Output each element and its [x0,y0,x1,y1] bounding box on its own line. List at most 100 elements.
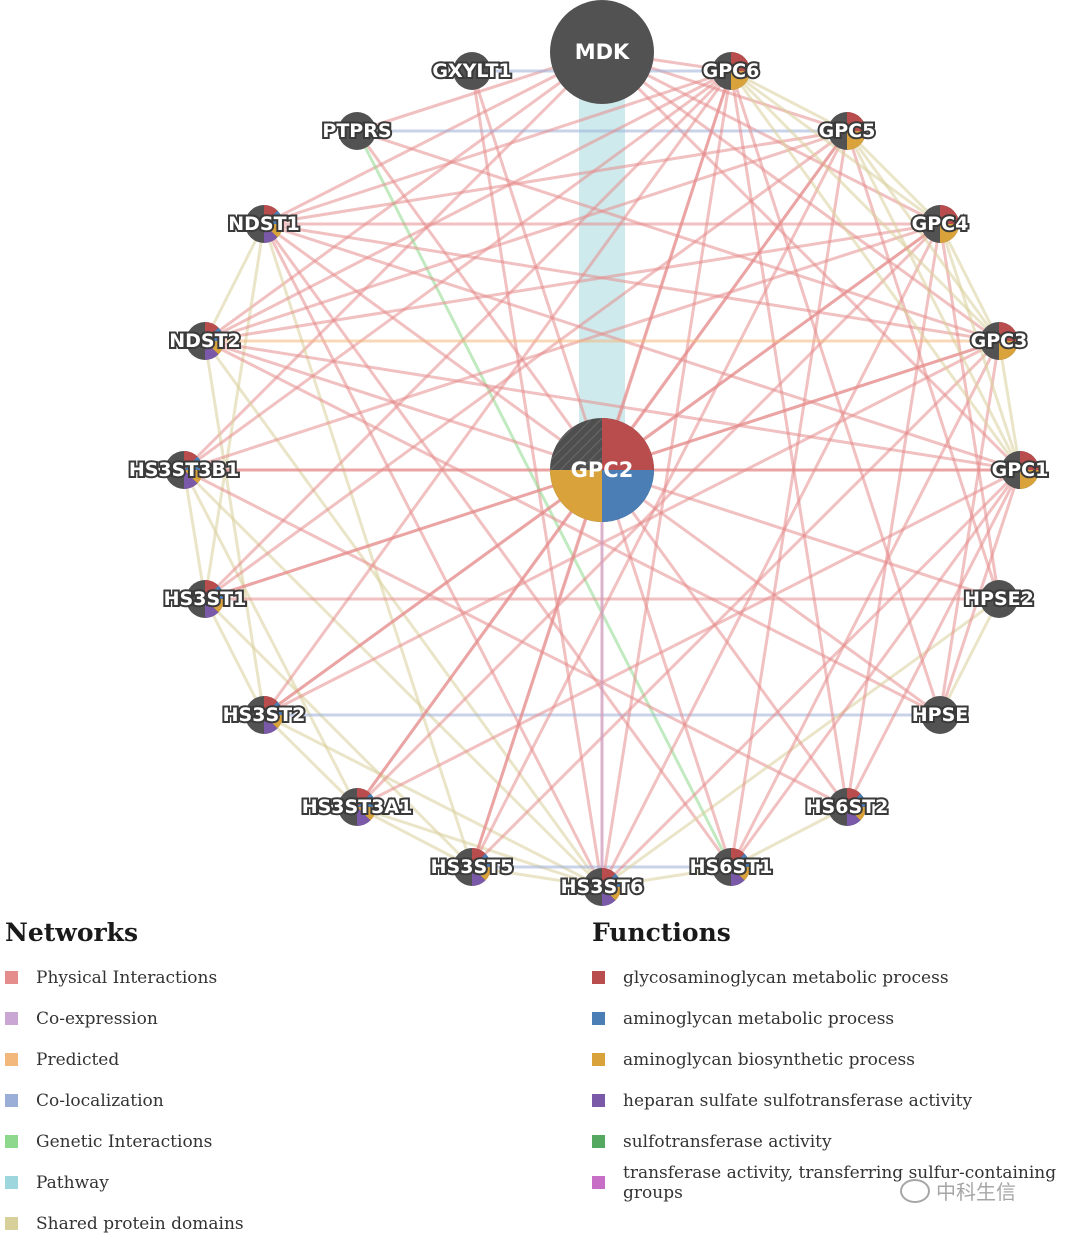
node-hs3st2[interactable]: HS3ST2 [221,696,307,734]
node-hs3st5[interactable]: HS3ST5 [429,848,515,886]
networks-legend-label: Co-expression [36,1008,158,1029]
functions-legend-item-heparan-sulfate-sulfotransferase-activity: heparan sulfate sulfotransferase activit… [592,1080,1080,1121]
edge-hs3st6-gpc6 [600,70,733,888]
edge-mdk-gpc1 [600,50,1022,472]
node-gpc4[interactable]: GPC4 [910,205,970,243]
edge-ndst2-hpse [204,339,941,717]
functions-legend-item-aminoglycan-metabolic-process: aminoglycan metabolic process [592,998,1080,1039]
node-label: HS3ST6 [561,876,644,898]
edge-hs3st5-gpc5 [470,130,849,868]
networks-legend-label: Co-localization [36,1090,164,1111]
edge-hs3st2-gpc3 [263,339,1000,717]
node-function-slice [205,322,219,341]
node-function-slice [472,848,486,867]
functions-legend-item-aminoglycan-biosynthetic-process: aminoglycan biosynthetic process [592,1039,1080,1080]
networks-legend-swatch [5,1053,18,1066]
node-function-slice [602,868,616,887]
node-hs3st1[interactable]: HS3ST1 [162,580,248,618]
node-function-slice [847,793,866,807]
node-hs3st3b1[interactable]: HS3ST3B1 [127,451,241,489]
node-function-slice [205,585,224,599]
node-gxylt1[interactable]: GXYLT1 [430,52,514,90]
node-function-slice [999,322,1018,341]
edge-ndst1-gpc5 [263,129,848,226]
edge-gpc1-gpc3 [997,340,1022,471]
node-hs6st2[interactable]: HS6ST2 [804,788,890,826]
node-gpc5[interactable]: GPC5 [817,112,877,150]
node-function-slice [602,887,616,906]
node-label: GPC4 [912,213,969,235]
functions-legend-swatch [592,1094,605,1107]
node-function-slice [205,599,219,618]
edge-mdk-gpc4 [601,50,941,226]
edge-hpse-hpse2 [938,598,1001,716]
networks-legend-item-shared-protein-domains: Shared protein domains [5,1203,244,1244]
node-label: HS3ST3B1 [129,459,239,481]
node-hs3st6[interactable]: HS3ST6 [559,868,645,906]
node-hs3st3a1[interactable]: HS3ST3A1 [300,788,414,826]
node-hpse[interactable]: HPSE [910,696,970,734]
functions-legend: Functions glycosaminoglycan metabolic pr… [592,918,1080,1203]
node-gpc1[interactable]: GPC1 [990,451,1050,489]
node-function-slice [264,210,283,224]
node-label: NDST2 [169,330,241,352]
edge-hs6st1-gpc2 [600,469,733,868]
node-function-slice [602,418,654,470]
node-label: HS6ST2 [806,796,889,818]
functions-legend-swatch [592,1135,605,1148]
edge-gpc3-gpc6 [729,69,1001,343]
networks-legend-item-physical-interactions: Physical Interactions [5,957,244,998]
edge-gxylt1-gpc2 [470,70,604,471]
node-ndst1[interactable]: NDST1 [226,205,302,243]
functions-legend-title: Functions [592,918,731,947]
node-mdk[interactable]: MDK [550,0,654,104]
edge-hs3st3b1-hs3st6 [182,468,604,889]
node-function-slice [1020,451,1039,470]
edge-hs3st3b1-hs3st1 [182,469,207,600]
networks-legend-swatch [5,971,18,984]
node-label: PTPRS [322,120,391,142]
node-function-slice [847,807,861,826]
networks-legend-label: Genetic Interactions [36,1131,213,1152]
node-hs6st1[interactable]: HS6ST1 [688,848,774,886]
edge-ndst2-gpc6 [204,69,732,343]
node-function-slice [472,867,491,881]
functions-legend-swatch [592,1012,605,1025]
node-function-slice [264,701,283,715]
node-function-slice [847,807,866,821]
edge-hpse-gpc3 [938,340,1001,716]
edge-hs3st3a1-gpc1 [356,468,1021,809]
node-gpc2[interactable]: GPC2 [550,418,654,522]
node-function-slice [357,807,376,821]
node-gpc6[interactable]: GPC6 [701,52,761,90]
networks-legend-label: Predicted [36,1049,120,1070]
edge-hs3st1-hs3st5 [203,597,474,869]
edge-ndst1-hs3st1 [203,223,266,600]
node-hpse2[interactable]: HPSE2 [962,580,1036,618]
edge-hpse2-gpc4 [938,223,1001,600]
edge-gpc5-gpc6 [730,69,848,133]
edge-hs3st5-hs3st6 [471,865,603,889]
edge-hpse-gpc2 [601,468,941,717]
node-ndst2[interactable]: NDST2 [167,322,243,360]
edge-hs3st6-hs6st1 [601,865,732,889]
edge-hs6st1-gpc5 [729,130,849,868]
networks-legend-label: Physical Interactions [36,967,218,988]
node-circle [980,580,1018,618]
node-gpc3[interactable]: GPC3 [969,322,1029,360]
edge-gpc5-gpc2 [600,130,849,471]
node-label: HPSE [912,704,969,726]
functions-legend-swatch [592,1176,605,1189]
networks-legend-label: Pathway [36,1172,109,1193]
node-function-slice [602,887,621,901]
node-function-slice [940,224,959,243]
edge-ndst1-hs3st6 [262,223,604,888]
edge-ndst2-gpc5 [204,129,848,343]
node-function-slice [1020,470,1039,489]
node-ptprs[interactable]: PTPRS [320,112,394,150]
edge-hs3st6-gpc4 [600,223,942,888]
edge-hs6st2-gpc1 [845,469,1022,808]
node-label: HS6ST1 [690,856,773,878]
